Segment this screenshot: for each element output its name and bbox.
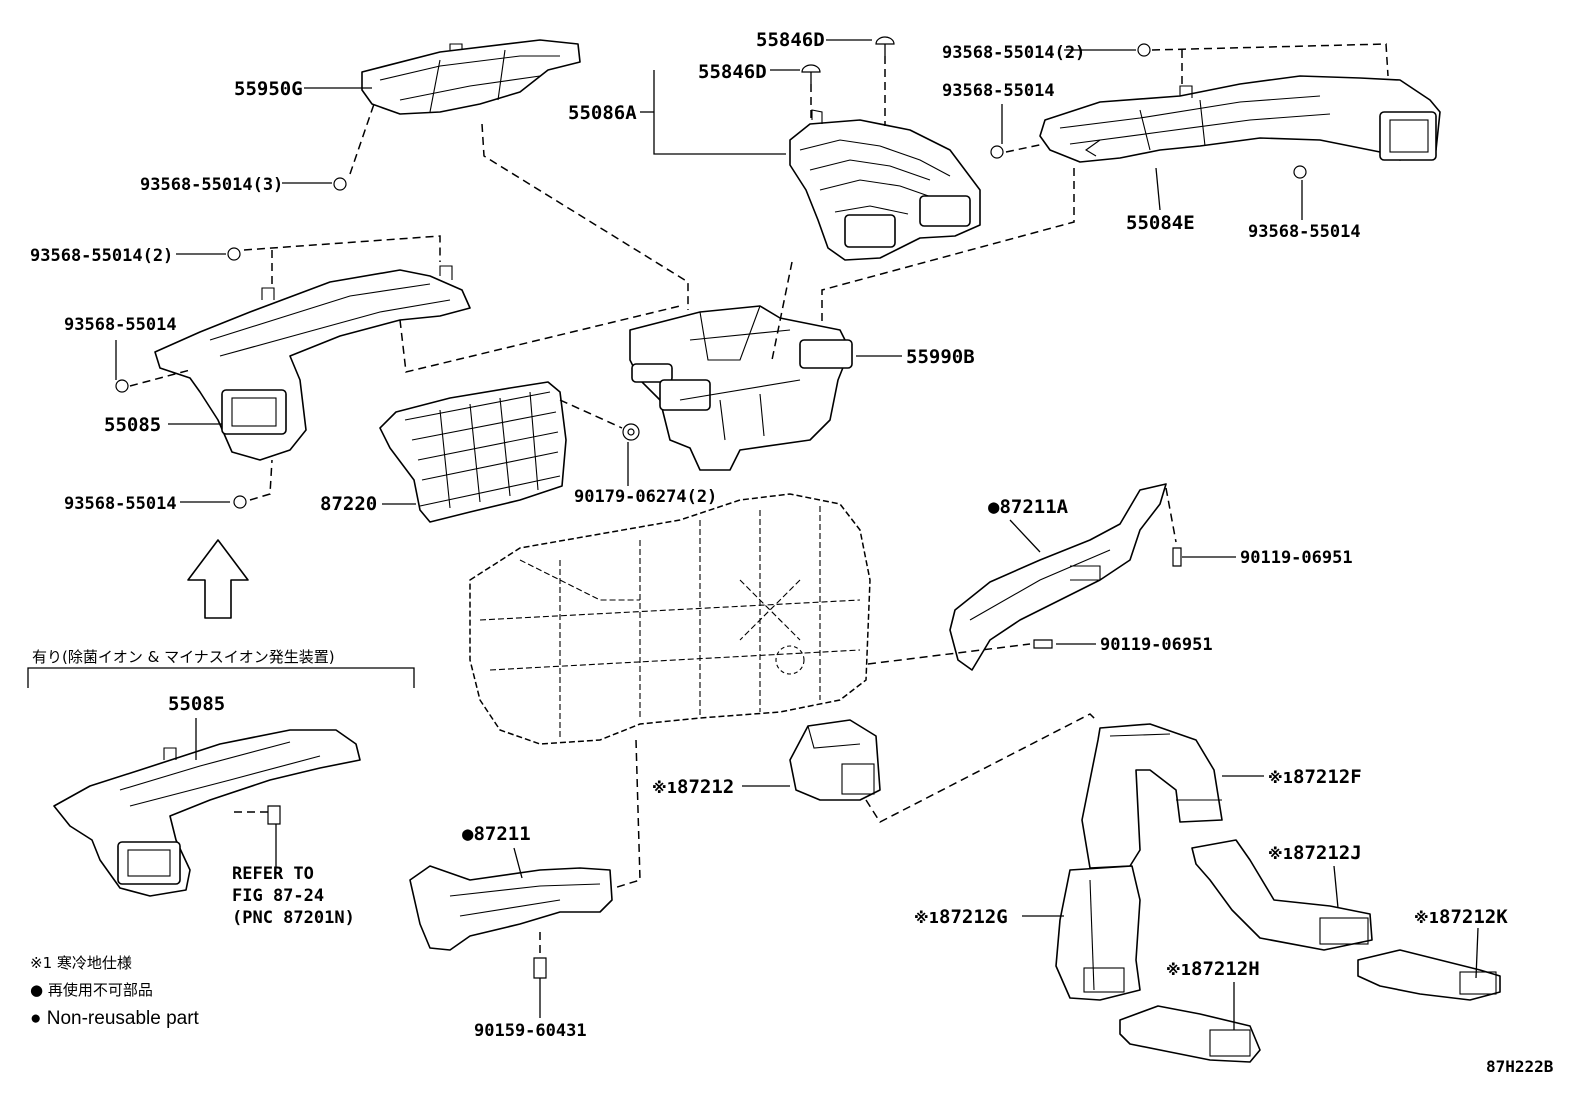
label-87212: ※187212 <box>652 776 734 798</box>
label-55085-variant: 55085 <box>168 693 225 715</box>
part-87212-drawing <box>789 719 881 801</box>
label-87220: 87220 <box>320 493 377 515</box>
cold-region-mark: ※1 <box>652 779 677 797</box>
label-93568-55014-2a: 93568-55014(2) <box>30 246 173 266</box>
part-hvac-unit-drawing <box>469 493 871 745</box>
cold-region-mark: ※1 <box>1268 769 1293 787</box>
label-87212F: ※187212F <box>1268 766 1362 788</box>
leader-lines <box>115 39 1479 1030</box>
part-87212F-drawing <box>1081 723 1223 869</box>
label-55990B: 55990B <box>906 346 975 368</box>
label-55084E: 55084E <box>1126 212 1195 234</box>
fasteners <box>115 36 1307 979</box>
legend-cold-region: ※1 寒冷地仕様 <box>30 954 132 972</box>
non-reusable-mark: ● <box>462 823 474 845</box>
legend: ※1 寒冷地仕様 ● 再使用不可部品 ● Non-reusable part <box>30 954 200 1029</box>
label-55086A: 55086A <box>568 102 637 124</box>
part-55085-variant-drawing <box>53 729 361 897</box>
cold-region-mark: ※1 <box>1268 845 1293 863</box>
cold-region-mark: ※1 <box>914 909 939 927</box>
label-87212J: ※187212J <box>1268 842 1362 864</box>
label-93568-55014-2b: 93568-55014(2) <box>942 43 1085 63</box>
label-90119-06951-1: 90119-06951 <box>1240 548 1353 568</box>
label-refer-to-3: (PNC 87201N) <box>232 908 355 928</box>
legend-non-reusable-en: ● Non-reusable part <box>30 1008 200 1029</box>
part-55950G-drawing <box>361 39 581 115</box>
part-87212J-drawing <box>1191 839 1373 951</box>
label-90179-06274: 90179-06274(2) <box>574 487 717 507</box>
label-93568-55014-a: 93568-55014 <box>64 315 177 335</box>
variant-arrow-icon <box>187 539 249 619</box>
label-90159-60431: 90159-60431 <box>474 1021 587 1041</box>
label-93568-55014-d: 93568-55014 <box>1248 222 1361 242</box>
label-55846D-1: 55846D <box>756 29 825 51</box>
part-55084E-drawing <box>1039 75 1441 163</box>
part-87211-drawing <box>409 865 613 951</box>
cold-region-mark: ※1 <box>1166 961 1191 979</box>
label-93568-55014-c: 93568-55014 <box>942 81 1055 101</box>
cold-region-mark: ※1 <box>1414 909 1439 927</box>
part-55086A-drawing <box>789 109 981 261</box>
label-87211: ●87211 <box>462 823 531 845</box>
part-87220-drawing <box>379 381 567 523</box>
label-55085-a: 55085 <box>104 414 161 436</box>
label-87212K: ※187212K <box>1414 906 1508 928</box>
label-55950G: 55950G <box>234 78 303 100</box>
label-93568-55014-b: 93568-55014 <box>64 494 177 514</box>
variant-header: 有り(除菌イオン & マイナスイオン発生装置) <box>32 648 335 666</box>
non-reusable-mark: ● <box>988 496 1000 518</box>
label-55846D-2: 55846D <box>698 61 767 83</box>
diagram-id: 87H222B <box>1486 1057 1554 1076</box>
part-87212H-drawing <box>1119 1005 1261 1063</box>
part-87212K-drawing <box>1357 949 1501 1001</box>
label-87211A: ●87211A <box>988 496 1069 518</box>
label-refer-to-1: REFER TO <box>232 864 314 884</box>
label-93568-55014-3: 93568-55014(3) <box>140 175 283 195</box>
label-90119-06951-2: 90119-06951 <box>1100 635 1213 655</box>
variant-header-text: 有り(除菌イオン & マイナスイオン発生装置) <box>32 648 335 666</box>
part-55085-drawing <box>154 265 471 461</box>
label-refer-to-2: FIG 87-24 <box>232 886 324 906</box>
part-55990B-drawing <box>629 305 853 471</box>
legend-non-reusable-jp: ● 再使用不可部品 <box>30 981 153 999</box>
part-87212G-drawing <box>1055 865 1141 1001</box>
variant-bracket <box>27 667 415 688</box>
label-87212H: ※187212H <box>1166 958 1260 980</box>
part-labels: 55950G 93568-55014(3) 93568-55014(2) 935… <box>30 29 1508 1041</box>
part-87211A-drawing <box>949 483 1167 671</box>
label-87212G: ※187212G <box>914 906 1008 928</box>
